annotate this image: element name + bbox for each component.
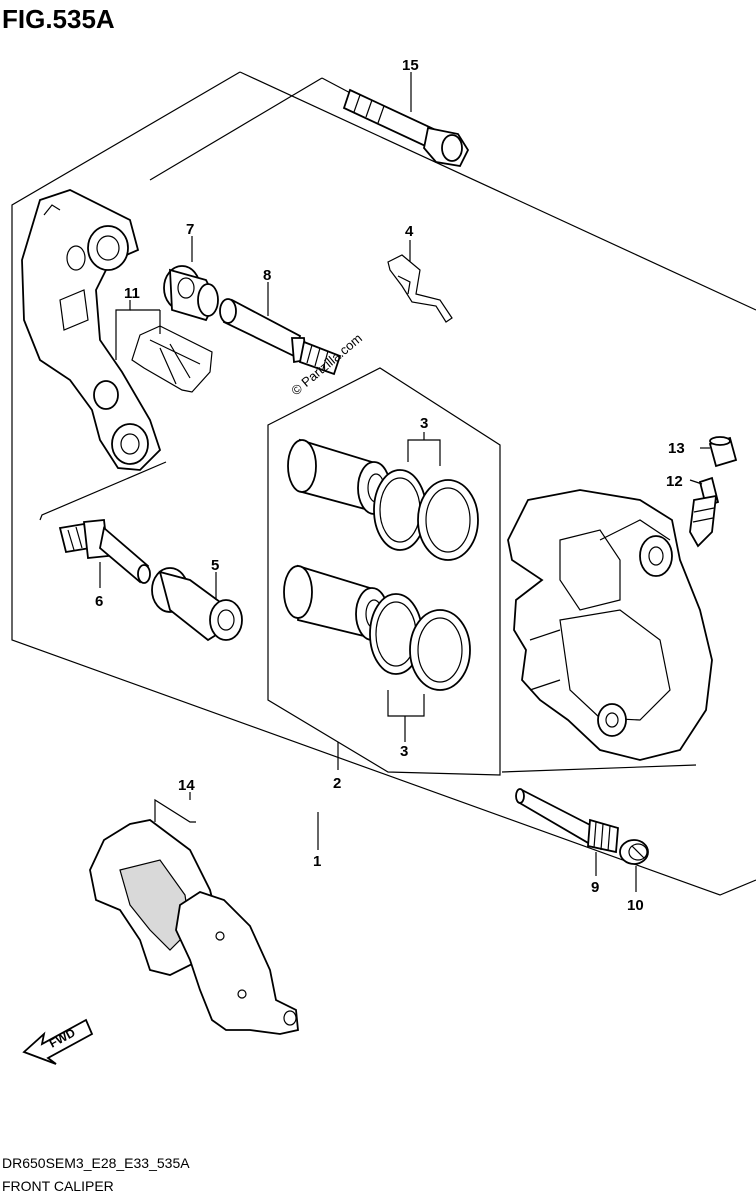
assembly-boundary-1	[11, 71, 756, 896]
callout-3-lower: 3	[400, 743, 408, 760]
caliper-body	[507, 489, 713, 761]
figure-title: FIG.535A	[2, 4, 115, 34]
assembly-boundary-1-top	[239, 71, 756, 311]
callout-6: 6	[95, 593, 103, 610]
callout-15: 15	[402, 57, 419, 74]
piston-upper	[287, 438, 391, 515]
plug-10	[619, 839, 649, 865]
callout-5: 5	[211, 557, 219, 574]
leader-12	[689, 479, 703, 485]
boot-5	[151, 567, 243, 642]
bracket-leader	[39, 461, 167, 521]
caliper-frame	[149, 77, 323, 181]
bolt-15	[342, 88, 470, 167]
bleeder-cap-13	[708, 436, 738, 468]
bleeder-valve-12	[689, 476, 720, 548]
piston-seal-lower	[369, 593, 423, 675]
leader-11	[115, 300, 131, 360]
callout-14: 14	[178, 777, 195, 794]
callout-11: 11	[124, 285, 140, 302]
pad-spring-4	[387, 254, 453, 323]
piston-kit-box	[267, 367, 501, 776]
footer-name: FRONT CALIPER	[2, 1178, 114, 1194]
callout-13: 13	[668, 440, 685, 457]
seal-bracket-lower	[387, 690, 425, 717]
seal-bracket-upper	[407, 439, 441, 466]
dust-seal-lower	[409, 609, 471, 691]
caliper-bracket	[21, 189, 162, 471]
callout-4: 4	[405, 223, 414, 240]
pad-bracket	[154, 798, 196, 823]
footer-code: DR650SEM3_E28_E33_535A	[2, 1155, 190, 1171]
callout-8: 8	[263, 267, 271, 284]
callout-12: 12	[666, 473, 683, 490]
pad-clip-11	[131, 325, 213, 393]
fwd-arrow: FWD	[22, 1018, 94, 1065]
pin-frame	[501, 764, 697, 773]
callout-7: 7	[186, 221, 194, 238]
boot-7	[163, 265, 219, 322]
slide-pin-6	[58, 519, 151, 584]
callout-2: 2	[333, 775, 341, 792]
callout-9: 9	[591, 879, 599, 896]
piston-seal-upper	[373, 469, 427, 551]
callout-1: 1	[313, 853, 321, 870]
callout-3-upper: 3	[420, 415, 428, 432]
slide-pin-8	[219, 298, 342, 376]
brake-pads-14	[89, 819, 299, 1035]
dust-seal-upper	[417, 479, 479, 561]
slide-pin-9	[515, 788, 619, 854]
callout-10: 10	[627, 897, 644, 914]
